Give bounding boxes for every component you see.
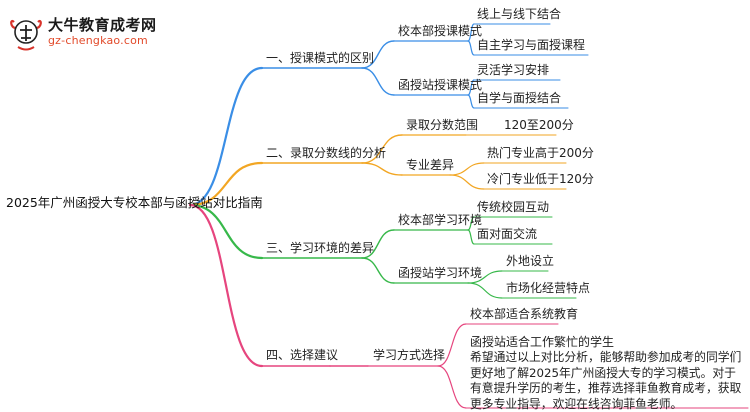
root-branch-line-1 — [188, 66, 264, 207]
link-b2-diff — [361, 162, 403, 176]
leaf-self-face: 自学与面授结合 — [477, 91, 562, 105]
node-campus-teaching: 校本部授课模式 — [398, 24, 483, 38]
link-b1-station — [361, 67, 395, 96]
site-logo: 大牛教育成考网 gz-chengkao.com — [8, 14, 208, 54]
link-b3-leaf4 — [467, 282, 503, 299]
node-score-range: 录取分数范围 — [406, 118, 479, 132]
branch-teaching-mode: 一、授课模式的区别 — [266, 51, 375, 65]
leaf-market: 市场化经营特点 — [506, 281, 591, 295]
leaf-face-to-face: 面对面交流 — [477, 227, 538, 241]
link-b4-leaf1 — [437, 323, 467, 367]
link-b1-leaf4 — [467, 94, 475, 109]
branch-environment: 三、学习环境的差异 — [266, 241, 375, 255]
leaf-traditional: 传统校园互动 — [477, 200, 550, 214]
leaf-cold-major: 冷门专业低于120分 — [487, 172, 594, 186]
node-study-choice: 学习方式选择 — [373, 348, 446, 362]
link-b3-station — [361, 257, 395, 284]
root-node: 2025年广州函授大专校本部与函授站对比指南 — [6, 195, 263, 210]
leaf-summary-paragraph: 希望通过以上对比分析，能够帮助参加成考的同学们更好地了解2025年广州函授大专的… — [470, 350, 742, 411]
leaf-station-busy: 函授站适合工作繁忙的学生 — [470, 335, 615, 349]
link-b2-cold — [449, 174, 485, 190]
link-b4-leaf2 — [437, 365, 467, 409]
link-b2-range — [361, 134, 403, 164]
node-major-diff: 专业差异 — [406, 158, 455, 172]
root-branch-line-2 — [188, 161, 264, 207]
link-b1-leaf3 — [467, 79, 475, 96]
node-campus-env: 校本部学习环境 — [398, 213, 483, 227]
leaf-remote: 外地设立 — [506, 254, 555, 268]
node-station-teaching: 函授站授课模式 — [398, 78, 483, 92]
leaf-self-study-face: 自主学习与面授课程 — [477, 38, 586, 52]
branch-suggestion: 四、选择建议 — [266, 348, 339, 362]
link-b1-leaf1 — [467, 23, 475, 42]
logo-url: gz-chengkao.com — [48, 34, 148, 47]
leaf-score-range: 120至200分 — [504, 118, 574, 132]
link-b3-campus — [361, 229, 395, 259]
link-b3-leaf3 — [467, 270, 503, 284]
leaf-hot-major: 热门专业高于200分 — [487, 146, 594, 160]
root-branch-line-4 — [188, 203, 264, 368]
node-station-env: 函授站学习环境 — [398, 266, 483, 280]
logo-title: 大牛教育成考网 — [48, 16, 157, 34]
leaf-flexible: 灵活学习安排 — [477, 63, 550, 77]
branch-admission-score: 二、录取分数线的分析 — [266, 146, 387, 160]
link-b1-leaf2 — [467, 40, 475, 56]
link-b2-hot — [449, 162, 485, 176]
leaf-online-offline: 线上与线下结合 — [477, 7, 562, 21]
link-b1-campus — [361, 40, 395, 69]
root-branch-line-3 — [188, 203, 264, 260]
link-b3-leaf2 — [467, 229, 475, 245]
bull-logo-icon — [10, 20, 42, 51]
leaf-campus-system: 校本部适合系统教育 — [470, 307, 579, 321]
